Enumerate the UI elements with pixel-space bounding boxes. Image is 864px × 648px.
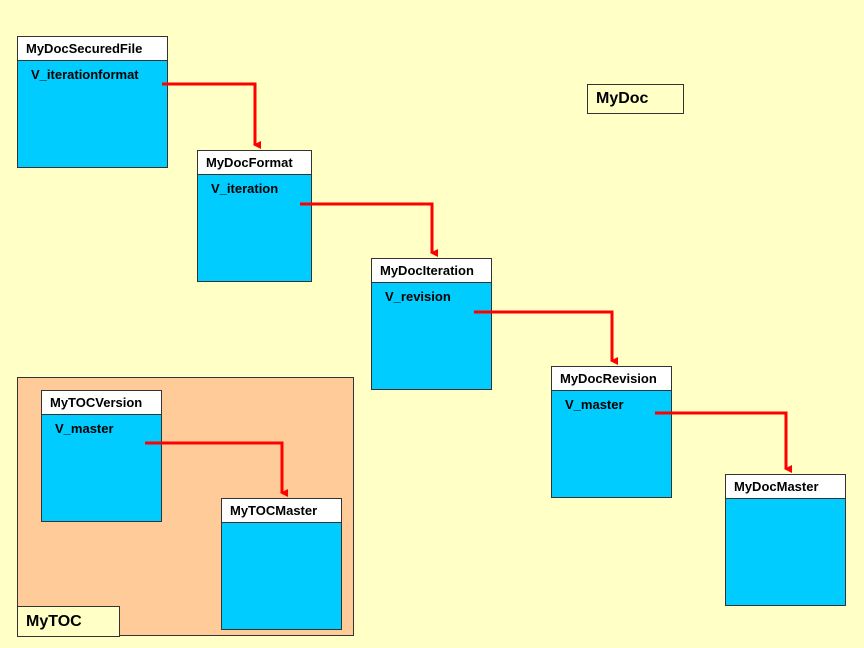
entity-mydocsecuredfile[interactable]: MyDocSecuredFile V_iterationformat	[17, 36, 168, 168]
entity-attribute: V_iteration	[211, 181, 279, 196]
entity-mytocversion[interactable]: MyTOCVersion V_master	[41, 390, 162, 522]
entity-attribute: V_iterationformat	[31, 67, 139, 82]
entity-header: MyDocMaster	[726, 475, 845, 499]
entity-header: MyDocIteration	[372, 259, 491, 283]
entity-mydocrevision[interactable]: MyDocRevision V_master	[551, 366, 672, 498]
mydoc-group-label: MyDoc	[587, 84, 684, 114]
entity-attribute: V_master	[565, 397, 624, 412]
entity-header: MyDocFormat	[198, 151, 311, 175]
arrow-revision-to-master	[655, 411, 792, 473]
entity-mytocmaster[interactable]: MyTOCMaster	[221, 498, 342, 630]
entity-header: MyDocSecuredFile	[18, 37, 167, 61]
entity-header: MyTOCVersion	[42, 391, 161, 415]
arrow-tocversion-to-tocmaster	[145, 441, 288, 497]
arrow-iteration-to-revision	[474, 310, 618, 365]
arrow-securedfile-to-format	[162, 82, 261, 149]
mytoc-group-label: MyTOC	[17, 606, 120, 637]
entity-header: MyDocRevision	[552, 367, 671, 391]
entity-attribute: V_revision	[385, 289, 451, 304]
entity-mydociteration[interactable]: MyDocIteration V_revision	[371, 258, 492, 390]
entity-attribute: V_master	[55, 421, 114, 436]
entity-header: MyTOCMaster	[222, 499, 341, 523]
arrow-format-to-iteration	[300, 202, 438, 257]
entity-mydocmaster[interactable]: MyDocMaster	[725, 474, 846, 606]
entity-mydocformat[interactable]: MyDocFormat V_iteration	[197, 150, 312, 282]
